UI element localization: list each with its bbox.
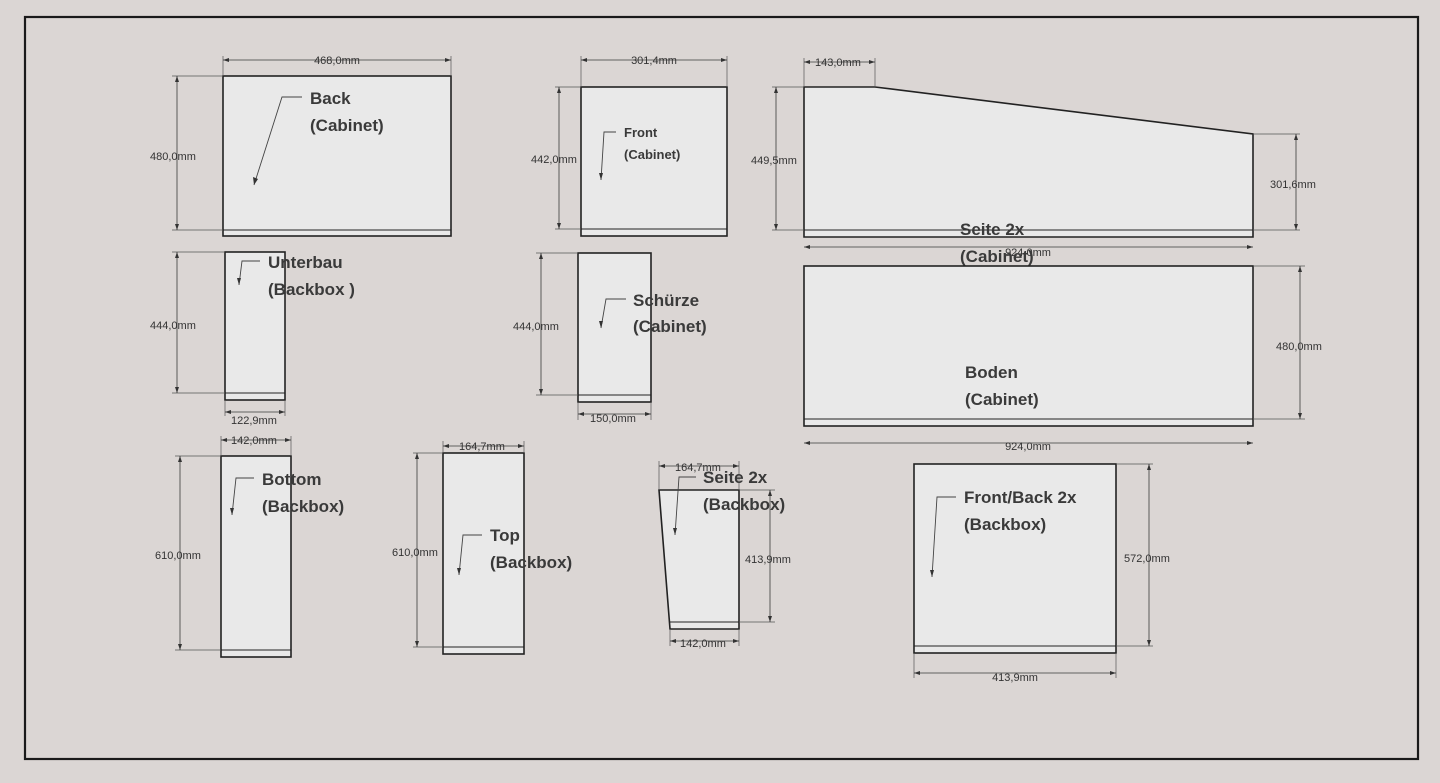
dim-height: 610,0mm — [155, 550, 201, 562]
dim-width: 924,0mm — [1005, 441, 1051, 453]
panel-shape — [913, 463, 1117, 654]
part-name: Bottom — [262, 470, 321, 489]
dim-width: 142,0mm — [231, 435, 277, 447]
dim-height-left: 449,5mm — [751, 155, 797, 167]
part-schuerze-cabinet: 444,0mm 150,0mm Schürze (Cabinet) — [513, 252, 707, 425]
panel-shape — [220, 455, 292, 658]
dim-width: 150,0mm — [590, 413, 636, 425]
part-unterbau-backbox: 444,0mm 122,9mm Unterbau (Backbox ) — [150, 251, 355, 427]
panel-shape — [222, 75, 452, 237]
part-name: Unterbau — [268, 253, 343, 272]
dim-height: 444,0mm — [150, 320, 196, 332]
dim-height: 480,0mm — [150, 151, 196, 163]
part-front-cabinet: 301,4mm 442,0mm Front (Cabinet) — [531, 55, 728, 237]
dim-height: 413,9mm — [745, 554, 791, 566]
panel-shape — [442, 452, 525, 655]
dim-width: 122,9mm — [231, 415, 277, 427]
part-seite-backbox: 164,7mm 413,9mm 142,0mm Seite 2x (Backbo… — [658, 461, 791, 650]
dim-top: 164,7mm — [675, 462, 721, 474]
part-sub: (Backbox) — [490, 553, 572, 572]
dim-height: 572,0mm — [1124, 553, 1170, 565]
panel-shape — [577, 252, 652, 403]
part-top-backbox: 164,7mm 610,0mm Top (Backbox) — [392, 441, 572, 655]
dim-width: 413,9mm — [992, 672, 1038, 684]
panel-shape — [580, 86, 728, 237]
dim-height-right: 301,6mm — [1270, 179, 1316, 191]
panel-shape — [803, 265, 1254, 427]
part-name: Top — [490, 526, 520, 545]
part-sub: (Backbox ) — [268, 280, 355, 299]
part-sub: (Cabinet) — [960, 247, 1034, 266]
part-name: Back — [310, 89, 351, 108]
part-name: Seite 2x — [703, 468, 768, 487]
dim-top: 143,0mm — [815, 57, 861, 69]
dim-height: 442,0mm — [531, 154, 577, 166]
dim-bottom: 142,0mm — [680, 638, 726, 650]
part-name: Schürze — [633, 291, 699, 310]
part-name: Boden — [965, 363, 1018, 382]
part-name: Front — [624, 125, 658, 140]
part-sub: (Backbox) — [262, 497, 344, 516]
panel-shape — [224, 251, 286, 401]
dim-width: 164,7mm — [459, 441, 505, 453]
part-sub: (Backbox) — [964, 515, 1046, 534]
part-bottom-backbox: 142,0mm 610,0mm Bottom (Backbox) — [155, 435, 344, 658]
part-sub: (Cabinet) — [633, 317, 707, 336]
part-sub: (Cabinet) — [624, 147, 680, 162]
dim-width: 301,4mm — [631, 55, 677, 67]
part-boden-cabinet: 480,0mm 924,0mm Boden (Cabinet) — [803, 265, 1322, 453]
part-frontback-backbox: 572,0mm 413,9mm Front/Back 2x (Backbox) — [913, 463, 1170, 684]
part-name: Seite 2x — [960, 220, 1025, 239]
dim-height: 610,0mm — [392, 547, 438, 559]
part-name: Front/Back 2x — [964, 488, 1077, 507]
dim-width: 468,0mm — [314, 55, 360, 67]
part-back-cabinet: 468,0mm 480,0mm Back (Cabinet) — [150, 55, 452, 237]
part-sub: (Backbox) — [703, 495, 785, 514]
panel-shape — [803, 86, 1254, 238]
part-seite-cabinet: 143,0mm 449,5mm 301,6mm 924,0mm Seite 2x… — [751, 57, 1316, 266]
part-sub: (Cabinet) — [965, 390, 1039, 409]
dim-height: 444,0mm — [513, 321, 559, 333]
dim-length: 924,0mm — [1005, 247, 1051, 259]
part-sub: (Cabinet) — [310, 116, 384, 135]
dim-height: 480,0mm — [1276, 341, 1322, 353]
